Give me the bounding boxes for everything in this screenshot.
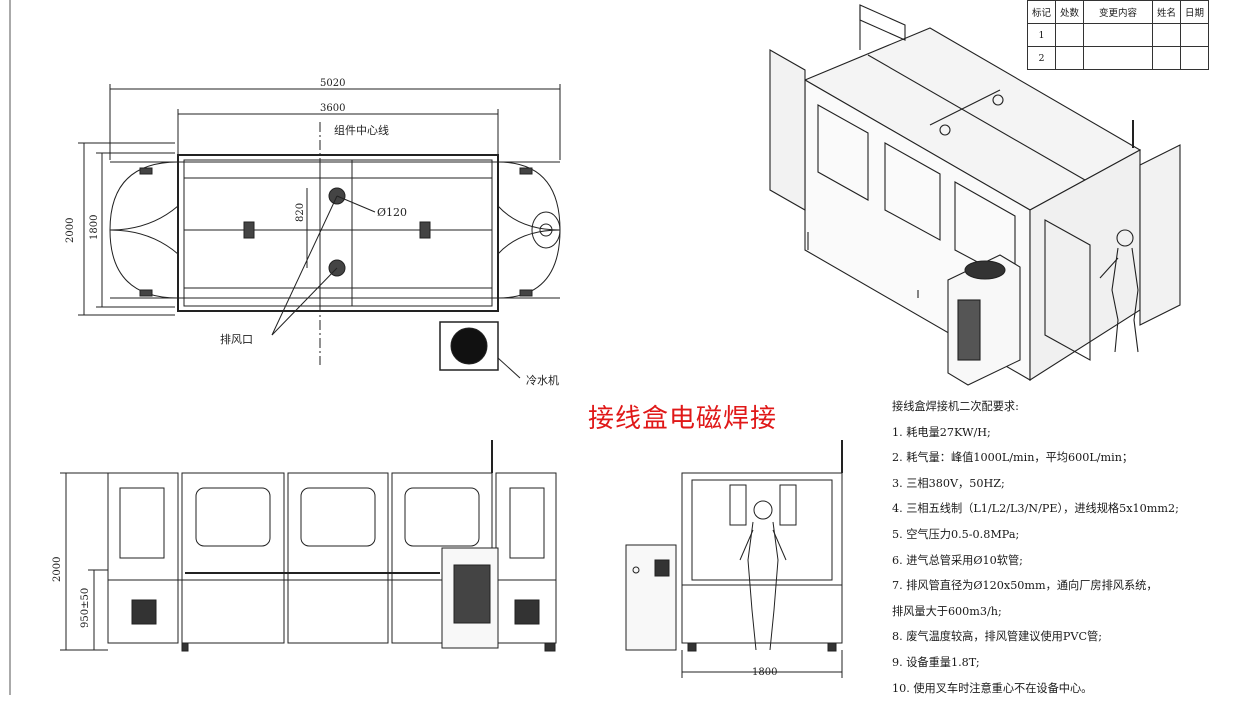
table-row: 2: [1026, 46, 1210, 70]
dim-total-length: 5020: [320, 78, 345, 89]
rev-cell: [1152, 46, 1182, 70]
label-exhaust-port: 排风口: [220, 332, 253, 346]
dim-frame-length: 3600: [320, 103, 345, 114]
isometric-view: [769, 4, 1181, 386]
requirement-item: 1. 耗电量27KW/H;: [892, 425, 991, 439]
rev-header-count: 处数: [1055, 0, 1085, 24]
rev-header-content: 变更内容: [1083, 0, 1154, 24]
table-row: 1: [1026, 23, 1210, 47]
dim-side-width: 1800: [752, 667, 777, 678]
rev-cell: [1152, 23, 1182, 47]
revision-table: 标记 处数 变更内容 姓名 日期 1 2: [1026, 0, 1210, 70]
requirement-item: 7. 排风管直径为Ø120x50mm，通向厂房排风系统，: [892, 579, 1158, 593]
label-chiller: 冷水机: [526, 373, 559, 387]
dim-frame-width: 1800: [89, 215, 100, 240]
side-view: [625, 440, 843, 678]
dim-work-height: 950±50: [80, 588, 91, 628]
label-center-line: 组件中心线: [334, 123, 389, 137]
front-view: [60, 440, 557, 652]
rev-cell: [1055, 23, 1085, 47]
requirement-item: 3. 三相380V，50HZ;: [892, 476, 1005, 490]
dim-total-width: 2000: [65, 218, 76, 243]
rev-cell: 1: [1026, 23, 1057, 47]
requirement-item: 8. 废气温度较高，排风管建议使用PVC管;: [892, 630, 1102, 644]
rev-header-mark: 标记: [1026, 0, 1057, 24]
top-view: [78, 84, 561, 379]
rev-cell: [1180, 46, 1210, 70]
dim-front-height: 2000: [52, 557, 63, 582]
revision-table-header: 标记 处数 变更内容 姓名 日期: [1026, 0, 1210, 24]
rev-header-date: 日期: [1180, 0, 1210, 24]
requirement-item: 2. 耗气量：峰值1000L/min，平均600L/min；: [892, 451, 1134, 465]
requirements-block: 接线盒焊接机二次配要求: 1. 耗电量27KW/H; 2. 耗气量：峰值1000…: [892, 394, 1237, 701]
label-pipe-diameter: Ø120: [377, 206, 407, 219]
rev-cell: [1055, 46, 1085, 70]
requirements-heading: 接线盒焊接机二次配要求:: [892, 400, 1019, 413]
drawing-title: 接线盒电磁焊接: [588, 404, 778, 434]
rev-cell: 2: [1026, 46, 1057, 70]
requirement-item: 5. 空气压力0.5-0.8MPa;: [892, 527, 1020, 541]
dim-820: 820: [295, 203, 306, 222]
rev-cell: [1180, 23, 1210, 47]
requirement-item: 10. 使用叉车时注意重心不在设备中心。: [892, 681, 1093, 695]
requirement-item: 排风量大于600m3/h;: [892, 604, 1002, 618]
requirement-item: 4. 三相五线制（L1/L2/L3/N/PE），进线规格5x10mm2;: [892, 502, 1179, 516]
rev-header-name: 姓名: [1152, 0, 1182, 24]
rev-cell: [1083, 23, 1154, 47]
requirement-item: 9. 设备重量1.8T;: [892, 655, 980, 669]
requirement-item: 6. 进气总管采用Ø10软管;: [892, 553, 1023, 567]
rev-cell: [1083, 46, 1154, 70]
